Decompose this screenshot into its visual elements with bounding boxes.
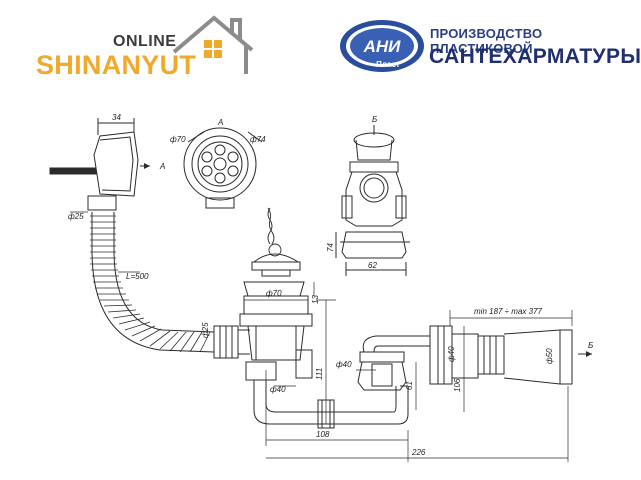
dim-outlet-outer: ф50 — [545, 348, 554, 364]
trap-body — [357, 335, 431, 391]
dim-outer-diameter: ф70 — [170, 135, 186, 144]
dim-inlet-diameter: ф25 — [201, 322, 210, 338]
view-b — [335, 125, 410, 276]
dim-overflow-depth: 34 — [112, 113, 121, 122]
manufacturer-logo-sub: Пласт — [376, 60, 400, 69]
dim-height-111: 111 — [315, 368, 324, 380]
dim-hose-diameter: ф25 — [68, 212, 84, 221]
logo-shop-name: SHINANYUT — [36, 50, 197, 80]
drain-plug — [239, 253, 313, 381]
logo-online-text: ONLINE — [113, 33, 177, 50]
view-b-title: Б — [372, 115, 377, 124]
dim-trap-diameter-left: ф40 — [270, 385, 286, 394]
manufacturer-logo: АНИ Пласт — [340, 20, 424, 72]
dimension-lines — [70, 211, 573, 462]
dim-length-226: 226 — [411, 448, 426, 457]
dim-height-106: 106 — [453, 378, 462, 392]
hose-ribs — [90, 215, 211, 353]
hose-coupling — [213, 325, 239, 359]
dim-side-height: 74 — [326, 243, 335, 252]
dim-length-108: 108 — [316, 430, 330, 439]
dim-height-61: 61 — [405, 381, 414, 390]
dim-outlet-inner: ф40 — [447, 346, 456, 362]
dim-overflow-diameter: ф74 — [250, 135, 266, 144]
view-a — [183, 127, 263, 209]
brand-tagline-line1: ПРОИЗВОДСТВО ПЛАСТИКОВОЙ — [430, 26, 543, 56]
outlet-connector — [429, 325, 592, 385]
dim-drain-diameter: ф70 — [266, 289, 282, 298]
dim-length-range: min 187 ÷ max 377 — [474, 307, 543, 316]
corrugated-hose — [91, 212, 215, 353]
house-icon — [172, 15, 254, 74]
dim-drain-gap: 13 — [311, 295, 320, 304]
overflow-unit — [49, 118, 150, 211]
brand-tagline-line2: САНТЕХАРМАТУРЫ — [429, 45, 641, 68]
dim-side-width: 62 — [368, 261, 377, 270]
view-a-arrow-label: A — [159, 162, 165, 171]
view-b-arrow-label: Б — [588, 341, 593, 350]
chain — [267, 207, 282, 257]
manufacturer-logo-mark: АНИ — [363, 37, 402, 56]
dim-trap-diameter-right: ф40 — [336, 360, 352, 369]
inlet-tube — [238, 329, 250, 355]
dim-hose-length: L=500 — [126, 272, 149, 281]
view-a-title: A — [217, 118, 223, 127]
section-arrows — [144, 163, 592, 357]
